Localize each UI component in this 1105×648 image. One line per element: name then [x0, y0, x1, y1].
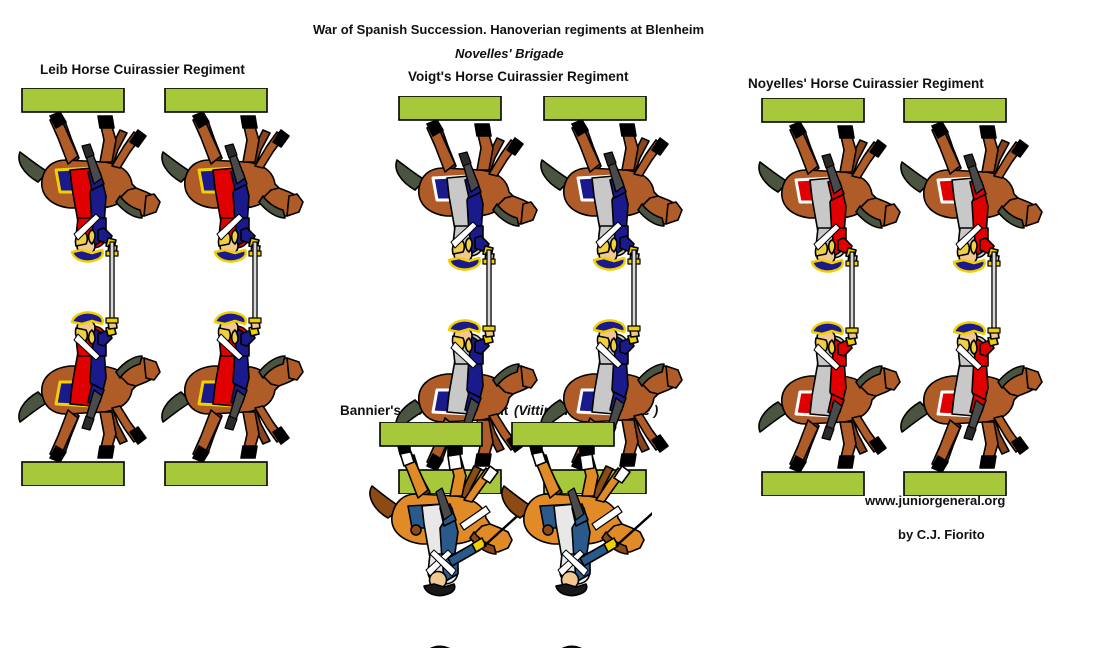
- rider-mirrored: [540, 119, 683, 341]
- page-title: War of Spanish Succession. Hanoverian re…: [313, 22, 705, 37]
- rider-upright: [161, 241, 304, 463]
- paper-figure-noyelles-2: [890, 98, 1050, 496]
- author-credit: by C.J. Fiorito: [898, 527, 985, 542]
- rider-mirrored: [758, 121, 901, 343]
- regiment-title-voigt: Voigt's Horse Cuirassier Regiment: [408, 69, 629, 84]
- rider-mirrored: [395, 119, 538, 341]
- rider-mirrored: [501, 445, 652, 597]
- paper-figure-noyelles-1: [748, 98, 908, 496]
- rider-mirrored: [369, 445, 520, 597]
- paper-figure-leib-1: [8, 88, 168, 486]
- rider-mirrored: [161, 111, 304, 333]
- figure-base-bottom: [761, 471, 865, 496]
- paper-figure-bannier-2: [492, 422, 652, 648]
- figure-base-top: [511, 422, 615, 447]
- rider-upright: [18, 241, 161, 463]
- regiment-title-leib: Leib Horse Cuirassier Regiment: [40, 62, 245, 77]
- figure-base-top: [903, 98, 1007, 123]
- figure-base-bottom: [21, 461, 125, 486]
- rider-mirrored: [18, 111, 161, 333]
- figure-base-top: [398, 96, 502, 121]
- paper-figure-voigt-2: [530, 96, 690, 494]
- figure-base-top: [164, 88, 268, 113]
- paper-figure-leib-2: [151, 88, 311, 486]
- figure-base-top: [761, 98, 865, 123]
- figure-base-top: [21, 88, 125, 113]
- rider-upright: [758, 251, 901, 473]
- figure-base-bottom: [903, 471, 1007, 496]
- brigade-subtitle: Novelles' Brigade: [455, 46, 564, 61]
- figure-base-top: [379, 422, 483, 447]
- rider-mirrored: [900, 121, 1043, 343]
- rider-upright: [900, 251, 1043, 473]
- regiment-title-noyelles: Noyelles' Horse Cuirassier Regiment: [748, 76, 984, 91]
- website-credit: www.juniorgeneral.org: [865, 493, 1006, 508]
- figure-base-bottom: [164, 461, 268, 486]
- figure-base-top: [543, 96, 647, 121]
- paper-figure-bannier-1: [360, 422, 520, 648]
